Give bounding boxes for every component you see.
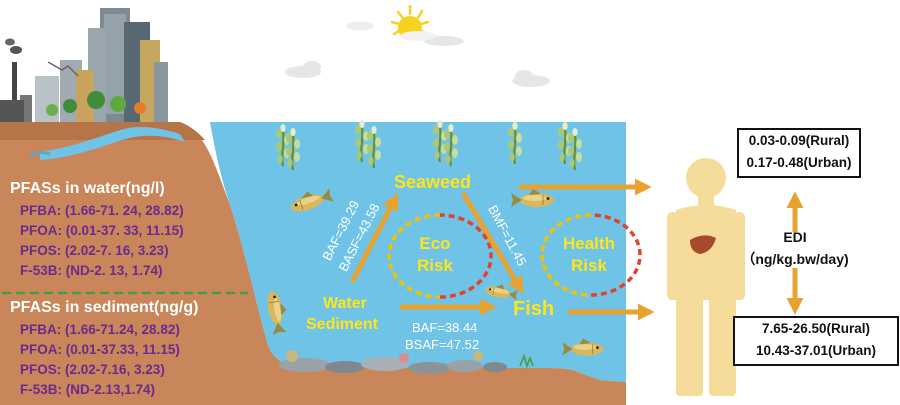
- arrow-seaweed-to-fish: [460, 191, 524, 294]
- health-risk-ring: [540, 213, 642, 297]
- water-pfas-list: PFBA: (1.66-71. 24, 28.82) PFOA: (0.01-3…: [20, 201, 184, 281]
- seaweed-label: Seaweed: [394, 172, 472, 192]
- list-item: F-53B: (ND-2. 13, 1.74): [20, 263, 163, 278]
- baf-fish-label: BAF=38.44: [412, 320, 478, 335]
- list-item: PFOS: (2.02-7. 16, 3.23): [20, 243, 169, 258]
- stones-icon: [279, 350, 534, 374]
- sediment-pfas-list: PFBA: (1.66-71.24, 28.82) PFOA: (0.01-37…: [20, 320, 180, 400]
- edi-fish-box: 7.65-26.50(Rural) 10.43-37.01(Urban): [733, 316, 899, 366]
- sediment-label: Sediment: [306, 316, 379, 333]
- list-item: PFOA: (0.01-37. 33, 11.15): [20, 223, 184, 238]
- sun-icon: [390, 4, 436, 41]
- cloud-icon: [285, 21, 550, 87]
- factory-icon: [0, 38, 24, 122]
- water-section-title: PFASs in water(ng/l): [10, 180, 165, 197]
- fish-label: Fish: [513, 298, 555, 320]
- edi-label: EDI （ng/kg.bw/day): [741, 229, 849, 267]
- transfer-arrows: [349, 178, 804, 321]
- eco-risk-ring: [387, 213, 493, 299]
- bsaf-fish-label: BSAF=47.52: [405, 337, 480, 352]
- water-label: Water: [323, 295, 367, 312]
- city-icon: [20, 8, 168, 122]
- arrow-sediment-to-seaweed: [349, 192, 399, 284]
- list-item: PFOA: (0.01-37.33, 11.15): [20, 342, 180, 357]
- list-item: PFBA: (1.66-71. 24, 28.82): [20, 203, 184, 218]
- liver-icon: [690, 235, 716, 254]
- list-item: F-53B: (ND-2.13,1.74): [20, 382, 156, 397]
- soil-bank: [0, 122, 626, 405]
- sediment-section-title: PFASs in sediment(ng/g): [10, 299, 199, 316]
- edi-seaweed-box: 0.03-0.09(Rural) 0.17-0.48(Urban): [737, 128, 861, 178]
- list-item: PFOS: (2.02-7.16, 3.23): [20, 362, 165, 377]
- eco-risk-label: Eco Risk: [417, 234, 453, 275]
- health-risk-label: Health Risk: [563, 234, 615, 275]
- human-icon: [667, 158, 745, 396]
- list-item: PFBA: (1.66-71.24, 28.82): [20, 322, 180, 337]
